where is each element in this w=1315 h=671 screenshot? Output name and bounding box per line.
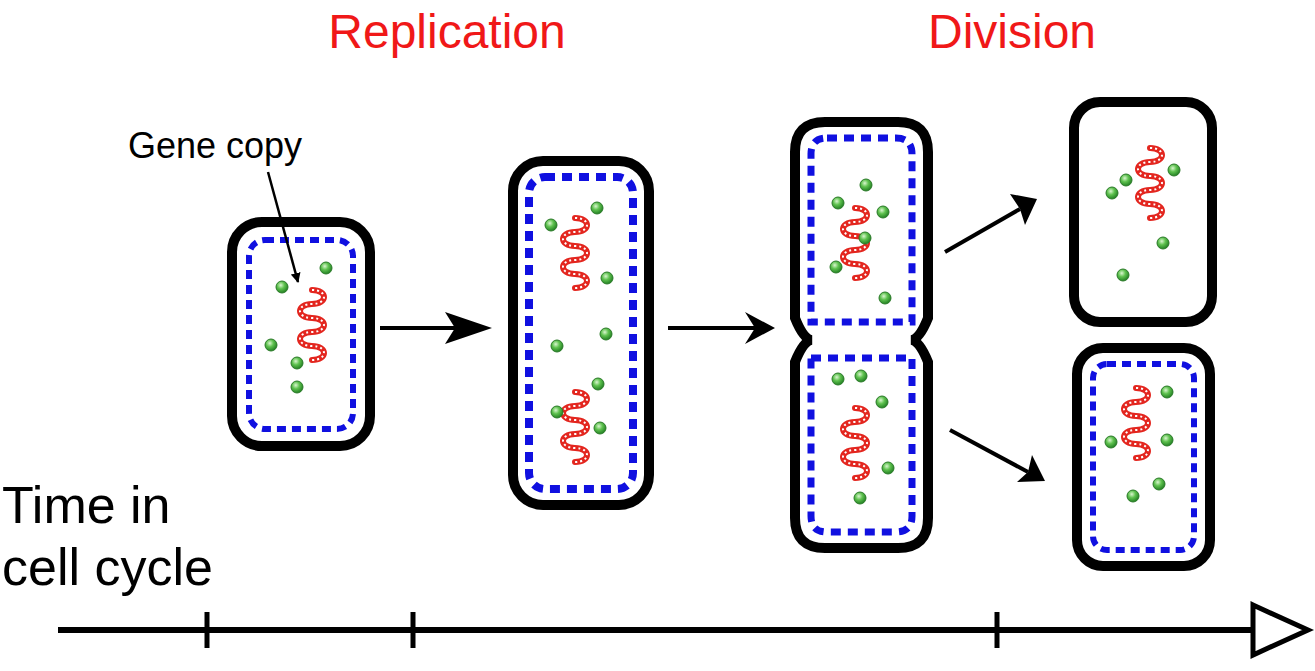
axis-label: Time in cell cycle xyxy=(2,474,242,598)
cell xyxy=(795,122,928,548)
cell xyxy=(1077,348,1210,566)
stage-heading: Division xyxy=(852,2,1172,62)
cell xyxy=(1074,102,1212,322)
stage-heading: Replication xyxy=(247,2,647,62)
arrow xyxy=(945,194,1045,482)
arrow xyxy=(668,312,775,344)
cell xyxy=(513,161,649,505)
arrow xyxy=(380,312,492,344)
leader-line xyxy=(268,172,298,282)
timeline-axis xyxy=(58,605,1308,655)
cell xyxy=(232,222,370,446)
callout-label: Gene copy xyxy=(85,124,345,168)
